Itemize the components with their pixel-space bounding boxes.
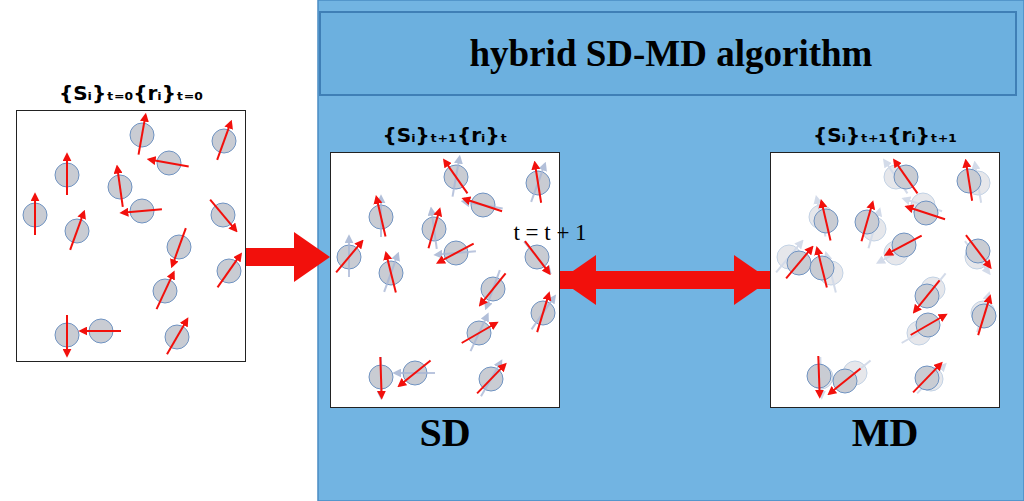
spin-arrow <box>913 364 941 393</box>
particle-illustration <box>331 153 558 406</box>
spin-arrow <box>399 360 430 385</box>
spin-arrow <box>218 255 241 288</box>
spin-arrow <box>66 155 68 195</box>
spin-arrow <box>480 273 505 304</box>
spin-arrow <box>966 161 972 201</box>
state-box: {Sᵢ}ₜ₊₁{rᵢ}ₜSD <box>330 152 560 408</box>
spin-arrow <box>829 368 860 393</box>
spin-arrow <box>172 228 186 266</box>
spin-arrow <box>386 254 396 293</box>
arrow-head <box>560 255 596 305</box>
spin-arrow <box>445 161 468 194</box>
state-label: {Sᵢ}ₜ₊₁{rᵢ}ₜ <box>383 123 508 147</box>
spin-arrow <box>914 280 939 311</box>
spin-arrow <box>966 235 990 267</box>
spin-arrow <box>428 210 439 248</box>
spin-arrow <box>817 249 827 288</box>
flow-arrow <box>560 255 770 305</box>
spin-arrow <box>895 161 918 194</box>
spin-arrow <box>861 203 872 241</box>
spin-arrow <box>336 242 362 273</box>
ghost-particle <box>971 294 995 332</box>
arrow-shaft <box>592 271 770 289</box>
algorithm-panel <box>318 0 1024 501</box>
spin-arrow <box>70 212 84 250</box>
spin-arrow <box>822 202 831 241</box>
state-label: {Sᵢ}ₜ₊₁{rᵢ}ₜ₊₁ <box>813 123 957 147</box>
spin-arrow <box>535 163 541 203</box>
step-label: MD <box>852 409 919 456</box>
step-label: SD <box>419 409 470 456</box>
particle-illustration <box>771 153 998 406</box>
edge-label: t = t + 1 <box>513 220 586 246</box>
state-box: {Sᵢ}ₜ₌₀{rᵢ}ₜ₌₀ <box>16 110 246 362</box>
arrow-head <box>294 232 330 282</box>
old-spin <box>524 242 550 273</box>
spin-arrow <box>537 294 549 332</box>
spin-arrow <box>818 356 819 396</box>
spin-arrow <box>81 330 121 332</box>
spin-arrow <box>217 122 231 160</box>
arrow-shaft <box>246 248 298 266</box>
spin-arrow <box>462 323 497 343</box>
spin-arrow <box>380 357 381 397</box>
particle-illustration <box>17 111 244 360</box>
flow-arrow <box>560 255 770 305</box>
spin-arrow <box>139 115 146 154</box>
state-box: {Sᵢ}ₜ₊₁{rᵢ}ₜ₊₁MD <box>770 152 1000 408</box>
spin-arrow <box>525 241 549 273</box>
spin-arrow <box>167 320 187 355</box>
spin-arrow <box>34 195 36 235</box>
spin-arrow <box>117 167 123 207</box>
spin-arrow <box>477 365 505 394</box>
spin-arrow <box>210 200 236 231</box>
old-spin <box>380 357 382 397</box>
panel-title: hybrid SD-MD algorithm <box>318 12 1024 95</box>
spin-arrow <box>786 248 812 279</box>
spin-arrow <box>907 207 945 219</box>
old-spin <box>531 164 545 202</box>
spin-arrow <box>464 199 502 211</box>
flow-arrow <box>246 232 330 282</box>
old-spin <box>384 254 398 292</box>
spin-arrow <box>911 315 946 335</box>
state-label: {Sᵢ}ₜ₌₀{rᵢ}ₜ₌₀ <box>59 81 203 105</box>
spin-arrow <box>157 273 174 309</box>
algorithm-panel: {Sᵢ}ₜ₊₁{rᵢ}ₜSD{Sᵢ}ₜ₊₁{rᵢ}ₜ₊₁MDhybrid SD-… <box>318 0 1024 501</box>
spin-arrow <box>122 209 162 212</box>
spin-arrow <box>377 198 386 237</box>
spin-arrow <box>886 236 921 255</box>
spin-arrow <box>149 160 188 167</box>
spin-arrow <box>66 315 68 355</box>
spin-arrow <box>978 297 990 335</box>
spin-arrow <box>438 244 473 263</box>
